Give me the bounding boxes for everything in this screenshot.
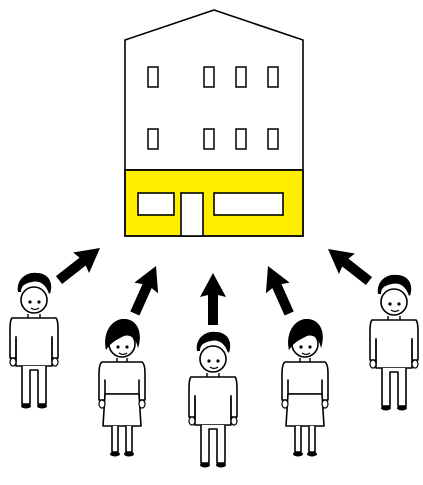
- man-icon: [188, 331, 238, 469]
- window: [235, 128, 247, 150]
- window: [203, 66, 215, 88]
- building-icon: [124, 9, 304, 237]
- woman-icon: [98, 318, 146, 458]
- window: [235, 66, 247, 88]
- man-icon: [9, 272, 59, 410]
- shop-window-left: [137, 192, 175, 216]
- window: [147, 128, 159, 150]
- arrow-up-icon: [256, 260, 302, 319]
- woman-icon: [281, 318, 329, 458]
- window: [267, 66, 279, 88]
- window: [267, 128, 279, 150]
- building-body: [124, 9, 304, 171]
- upper-windows: [147, 66, 279, 150]
- window: [147, 66, 159, 88]
- arrow-up-icon: [319, 238, 377, 292]
- shop-window-right: [213, 192, 284, 216]
- arrow-up-icon: [122, 260, 168, 319]
- window: [203, 128, 215, 150]
- shop-door: [180, 192, 204, 237]
- man-icon: [369, 274, 419, 412]
- arrow-up-icon: [51, 237, 109, 291]
- arrow-up-icon: [200, 273, 226, 325]
